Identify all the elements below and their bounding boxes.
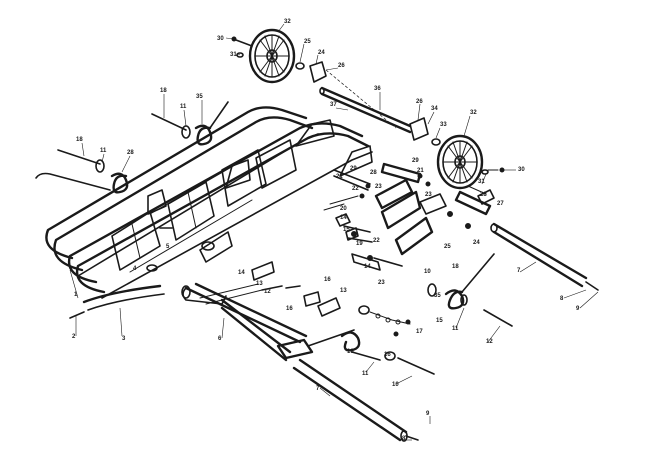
callout: 21 xyxy=(336,174,343,180)
callout: 14 xyxy=(238,270,245,276)
callout: 14 xyxy=(364,264,371,270)
callout: 29 xyxy=(412,158,419,164)
callout: 34 xyxy=(431,106,438,112)
callout: 23 xyxy=(378,280,385,286)
torsion-spring-upper xyxy=(151,101,229,146)
callout: 12 xyxy=(264,289,271,295)
callout: 18 xyxy=(160,88,167,94)
callout: 10 xyxy=(392,382,399,388)
callout: 9 xyxy=(576,306,580,312)
callout: 18 xyxy=(76,137,83,143)
callout: 8 xyxy=(402,436,406,442)
callout: 11 xyxy=(180,104,187,110)
idler-wheel-right xyxy=(436,134,484,190)
callouts: 30 31 32 25 24 26 18 11 35 37 36 26 34 3… xyxy=(69,19,599,442)
callout: 26 xyxy=(416,99,423,105)
torsion-spring-left xyxy=(35,149,129,194)
callout: 22 xyxy=(352,186,359,192)
callout: 14 xyxy=(340,215,347,221)
idler-wheel-upper xyxy=(248,28,296,84)
callout: 30 xyxy=(518,167,525,173)
rear-swing-arm xyxy=(181,261,435,442)
callout: 27 xyxy=(497,201,504,207)
callout: 5 xyxy=(166,244,170,250)
callout: 8 xyxy=(560,296,564,302)
callout: 19 xyxy=(356,241,363,247)
shock-and-links xyxy=(333,162,599,291)
callout: 17 xyxy=(416,329,423,335)
callout: 1 xyxy=(74,292,78,298)
callout: 37 xyxy=(330,102,337,108)
callout: 24 xyxy=(473,240,480,246)
callout: 2 xyxy=(72,334,76,340)
callout: 36 xyxy=(374,86,381,92)
lower-spring-right xyxy=(358,253,513,337)
callout: 31 xyxy=(230,52,237,58)
callout: 28 xyxy=(127,150,134,156)
callout: 6 xyxy=(218,336,222,342)
callout: 24 xyxy=(318,50,325,56)
callout: 16 xyxy=(324,277,331,283)
callout: 35 xyxy=(196,94,203,100)
callout: 13 xyxy=(340,288,347,294)
callout: 4 xyxy=(133,266,137,272)
callout: 35 xyxy=(434,293,441,299)
callout: 26 xyxy=(338,63,345,69)
callout: 3 xyxy=(122,336,126,342)
callout: 22 xyxy=(373,238,380,244)
callout: 25 xyxy=(444,244,451,250)
upper-axle-assembly xyxy=(231,36,505,175)
callout: 28 xyxy=(480,192,487,198)
callout: 15 xyxy=(436,318,443,324)
callout: 28 xyxy=(370,170,377,176)
callout: 30 xyxy=(217,36,224,42)
callout: 16 xyxy=(384,352,391,358)
callout: 25 xyxy=(304,39,311,45)
callout: 12 xyxy=(486,339,493,345)
callout: 33 xyxy=(440,122,447,128)
callout: 7 xyxy=(316,386,320,392)
callout: 11 xyxy=(452,326,459,332)
callout: 21 xyxy=(417,168,424,174)
callout: 13 xyxy=(256,281,263,287)
callout: 29 xyxy=(350,166,357,172)
callout: 20 xyxy=(340,206,347,212)
callout: 10 xyxy=(424,269,431,275)
callout: 16 xyxy=(286,306,293,312)
callout: 7 xyxy=(517,268,521,274)
callout: 9 xyxy=(426,411,430,417)
callout: 18 xyxy=(452,264,459,270)
callout: 32 xyxy=(470,110,477,116)
callout: 11 xyxy=(362,371,369,377)
callout: 10 xyxy=(347,349,354,355)
callout: 15 xyxy=(343,227,350,233)
callout: 23 xyxy=(375,184,382,190)
callout: 23 xyxy=(425,192,432,198)
callout: 11 xyxy=(100,148,107,154)
front-small-parts xyxy=(69,195,359,319)
callout: 31 xyxy=(478,179,485,185)
callout: 32 xyxy=(284,19,291,25)
slide-rail-frame xyxy=(45,106,373,311)
